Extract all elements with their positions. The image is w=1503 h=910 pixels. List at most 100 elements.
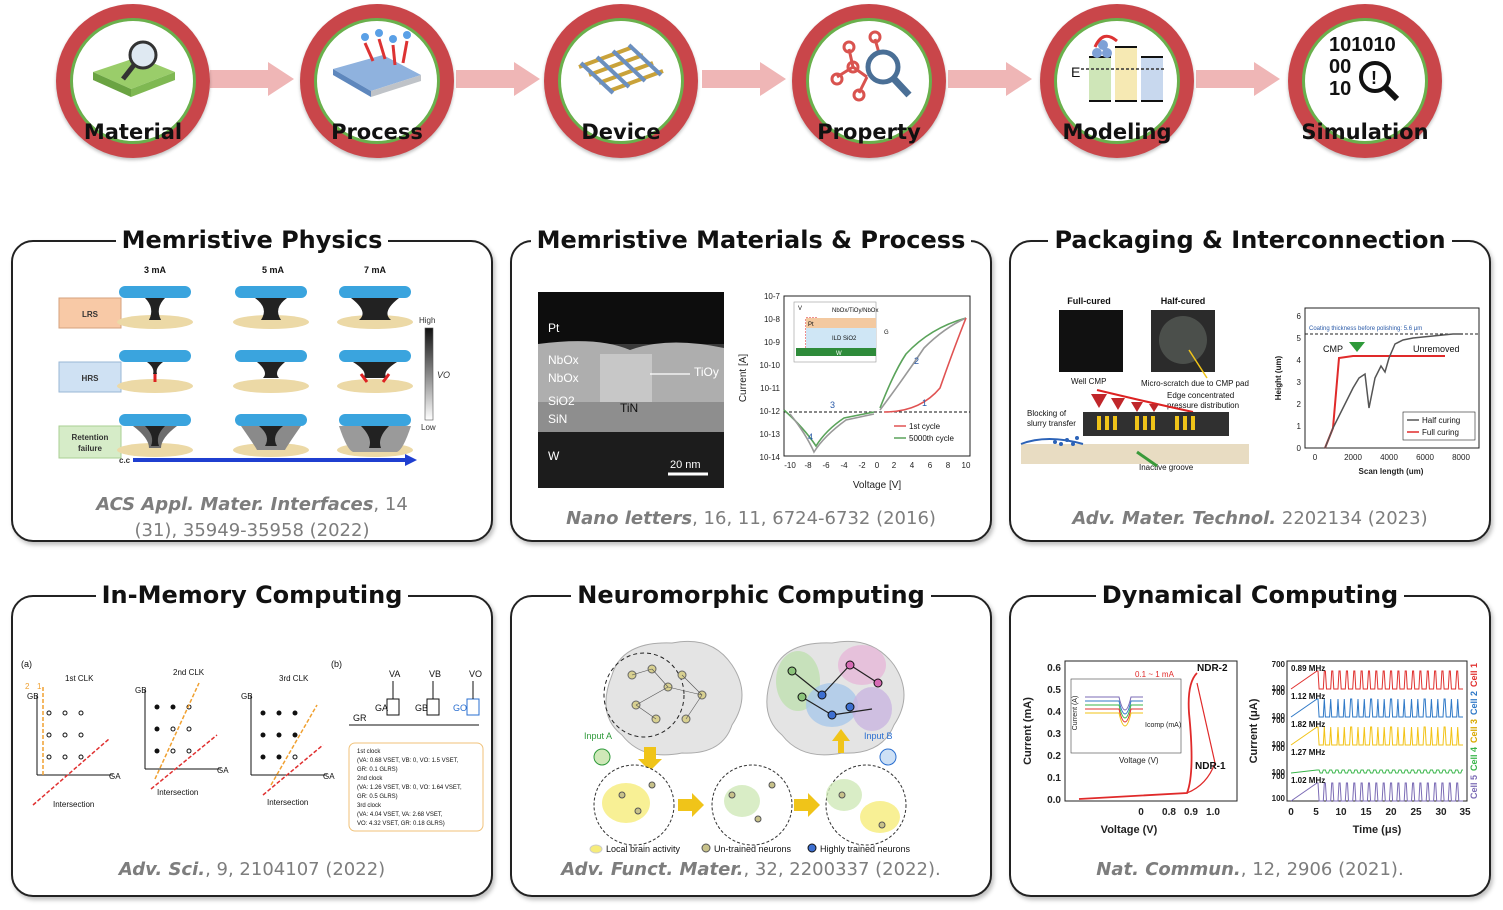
tem-image: Pt NbOx NbOx SiO2 SiN W TiN TiOy 20 nm <box>538 292 724 488</box>
svg-text:0: 0 <box>1313 453 1318 462</box>
svg-text:Full curing: Full curing <box>1422 428 1459 437</box>
svg-text:1.02 MHz: 1.02 MHz <box>1291 776 1325 785</box>
svg-text:3rd clock: 3rd clock <box>357 803 382 809</box>
oscillation-trace <box>1290 782 1463 802</box>
binary-analysis-icon: 101010 00 10 ! <box>1329 34 1400 102</box>
svg-text:15: 15 <box>1360 807 1372 818</box>
svg-text:Edge concentrated: Edge concentrated <box>1167 391 1234 400</box>
svg-text:-10: -10 <box>784 461 796 470</box>
panel-reference: Nano letters, 16, 11, 6724-6732 (2016) <box>566 508 936 529</box>
svg-text:4: 4 <box>808 432 813 442</box>
ndr-iv-chart: 0.0 0.1 0.2 0.3 0.4 0.5 0.6 0 0.8 0.9 1.… <box>1022 660 1238 836</box>
svg-text:700: 700 <box>1272 716 1286 725</box>
svg-text:Current (A): Current (A) <box>1072 696 1079 731</box>
svg-text:Full-cured: Full-cured <box>1067 296 1111 306</box>
svg-text:4: 4 <box>1297 356 1302 365</box>
pipeline-label: Device <box>581 120 661 144</box>
filament-figure: 3 mA 5 mA 7 mA LRS HRS Retention failure <box>58 265 450 466</box>
svg-text:0.2: 0.2 <box>1047 751 1061 762</box>
svg-text:Cell 3: Cell 3 <box>1469 719 1479 743</box>
svg-text:GA: GA <box>109 772 121 781</box>
svg-text:ILD SiO2: ILD SiO2 <box>832 336 857 342</box>
svg-text:Voltage [V]: Voltage [V] <box>853 480 902 491</box>
svg-text:1: 1 <box>37 682 42 691</box>
svg-text:Input A: Input A <box>584 731 612 741</box>
fermi-level-label: E <box>1071 64 1080 80</box>
svg-text:0.4: 0.4 <box>1047 707 1061 718</box>
svg-text:SiN: SiN <box>548 412 567 426</box>
svg-text:10-9: 10-9 <box>764 338 781 347</box>
svg-text:25: 25 <box>1410 807 1422 818</box>
svg-text:Intersection: Intersection <box>53 800 94 809</box>
svg-text:VB: VB <box>429 669 441 679</box>
svg-text:2000: 2000 <box>1344 453 1362 462</box>
svg-text:failure: failure <box>78 444 103 453</box>
svg-text:(VA: 0.68 VSET, VB: 0, VO: 1.5: (VA: 0.68 VSET, VB: 0, VO: 1.5 VSET, <box>357 758 459 764</box>
svg-text:GA: GA <box>375 703 388 713</box>
svg-text:Scan length (um): Scan length (um) <box>1359 467 1424 476</box>
svg-text:2nd clock: 2nd clock <box>357 776 383 782</box>
svg-text:0.3: 0.3 <box>1047 729 1061 740</box>
svg-text:0: 0 <box>1288 807 1294 818</box>
pipeline-step-simulation: 101010 00 10 ! Simulation <box>1288 4 1442 158</box>
svg-text:GR: 0.5 GLRS): GR: 0.5 GLRS) <box>357 794 398 800</box>
panel-packaging: Packaging & Interconnection Full-cured H… <box>1009 226 1491 542</box>
pipeline-step-process: Process <box>300 4 454 158</box>
svg-text:10-8: 10-8 <box>764 315 781 324</box>
svg-text:Well CMP: Well CMP <box>1071 377 1106 386</box>
pipeline-step-property: Property <box>792 4 946 158</box>
svg-text:slurry transfer: slurry transfer <box>1027 419 1076 428</box>
svg-text:(VA: 1.26 VSET, VB: 0, VO: 1.6: (VA: 1.26 VSET, VB: 0, VO: 1.64 VSET, <box>357 785 462 791</box>
svg-text:(a): (a) <box>21 659 32 669</box>
molecule-search-icon <box>830 30 912 102</box>
svg-text:6: 6 <box>1297 312 1302 321</box>
svg-text:10-10: 10-10 <box>760 361 781 370</box>
height-profile-chart: 0 1 2 3 4 5 6 0 2000 4000 6000 8000 Scan… <box>1274 307 1480 476</box>
svg-text:GA: GA <box>217 766 229 775</box>
svg-text:0.1: 0.1 <box>1047 773 1061 784</box>
pipeline-arrow-icon <box>210 62 294 96</box>
svg-text:20: 20 <box>1385 807 1397 818</box>
svg-text:700: 700 <box>1272 660 1286 669</box>
svg-text:Micro-scratch due to CMP pad: Micro-scratch due to CMP pad <box>1141 379 1249 388</box>
svg-text:7 mA: 7 mA <box>364 265 387 275</box>
pipeline-step-modeling: E Modeling <box>1040 4 1194 158</box>
svg-text:GO: GO <box>453 703 467 713</box>
svg-text:VO: VO <box>437 370 450 380</box>
pipeline-label: Modeling <box>1062 120 1172 144</box>
svg-text:4000: 4000 <box>1380 453 1398 462</box>
svg-text:GA: GA <box>323 772 335 781</box>
oscillation-trace <box>1290 698 1463 718</box>
pipeline-step-device: Device <box>544 4 698 158</box>
panel-reference: Adv. Funct. Mater., 32, 2200337 (2022). <box>561 859 941 880</box>
svg-text:100: 100 <box>1272 768 1286 777</box>
panel-neuromorphic-computing: Neuromorphic Computing Input A Input B <box>510 581 992 897</box>
svg-text:2: 2 <box>1297 400 1302 409</box>
svg-text:0.9: 0.9 <box>1184 807 1198 818</box>
svg-text:c.c: c.c <box>119 456 131 465</box>
svg-text:10-12: 10-12 <box>760 407 781 416</box>
svg-text:0.0: 0.0 <box>1047 795 1061 806</box>
panel-memristive-physics: Memristive Physics 3 mA 5 mA 7 mA LRS HR… <box>11 226 493 542</box>
pipeline-step-material: Material <box>56 4 210 158</box>
svg-text:NbOx: NbOx <box>548 371 579 385</box>
pipeline-label: Simulation <box>1301 120 1429 144</box>
svg-text:1st CLK: 1st CLK <box>65 674 94 683</box>
svg-text:Highly trained neurons: Highly trained neurons <box>820 844 911 854</box>
svg-text:6000: 6000 <box>1416 453 1434 462</box>
svg-text:GR: GR <box>353 713 367 723</box>
oscillation-trace <box>1290 769 1463 774</box>
svg-text:30: 30 <box>1435 807 1447 818</box>
svg-text:Height (um): Height (um) <box>1274 355 1283 400</box>
panel-reference: Adv. Sci., 9, 2104107 (2022) <box>118 859 386 880</box>
svg-text:HRS: HRS <box>82 374 100 383</box>
panel-title: Neuromorphic Computing <box>512 581 990 609</box>
pipeline-arrow-icon <box>456 62 540 96</box>
pipeline-arrow-icon <box>1196 62 1280 96</box>
svg-text:Voltage (V): Voltage (V) <box>1101 824 1158 836</box>
magnifier-on-slab-icon <box>93 40 175 97</box>
svg-text:V: V <box>798 306 802 312</box>
svg-text:700: 700 <box>1272 744 1286 753</box>
svg-text:3: 3 <box>830 400 835 410</box>
svg-text:-2: -2 <box>858 461 866 470</box>
